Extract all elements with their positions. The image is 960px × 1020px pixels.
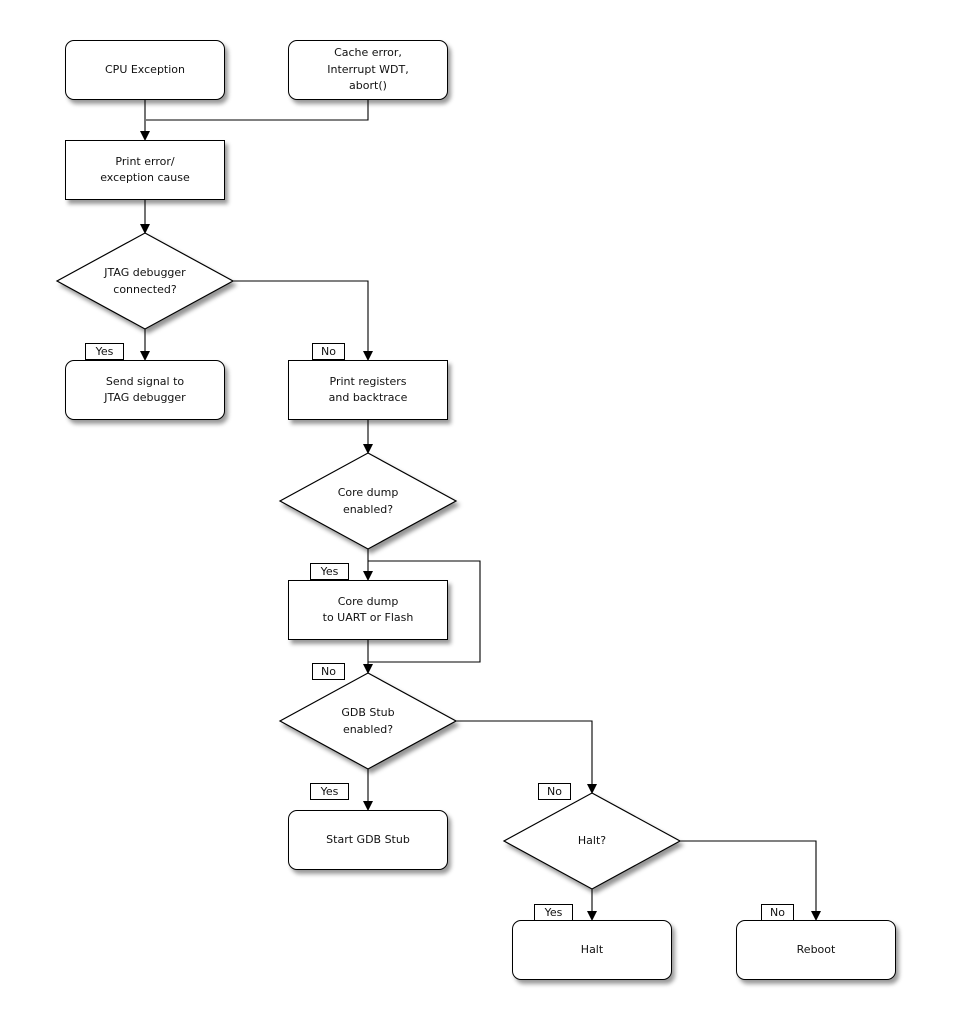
- edge-label-jtag-no: No: [312, 343, 345, 360]
- edge-label-halt-yes: Yes: [534, 904, 573, 921]
- edge-label-text: Yes: [320, 785, 339, 798]
- node-cpu-exception-label: CPU Exception: [105, 62, 185, 76]
- edge-label-jtag-yes: Yes: [85, 343, 124, 360]
- edge-label-text: Yes: [544, 906, 563, 919]
- arrowhead: [811, 911, 821, 921]
- node-print-error-label: Print error/ exception cause: [100, 154, 190, 185]
- arrowhead: [587, 784, 597, 794]
- node-start-gdb-stub-label: Start GDB Stub: [326, 832, 410, 846]
- node-core-dump: Core dump to UART or Flash: [288, 580, 448, 640]
- node-print-error: Print error/ exception cause: [65, 140, 225, 200]
- edge-label-gdb-yes: Yes: [310, 783, 349, 800]
- edge-label-text: Yes: [320, 565, 339, 578]
- edge-label-text: No: [770, 906, 785, 919]
- decision-gdb-stub-enabled-shape: [278, 672, 458, 770]
- edge-label-halt-no: No: [761, 904, 794, 921]
- edge-label-gdb-no: No: [538, 783, 571, 800]
- node-start-gdb-stub: Start GDB Stub: [288, 810, 448, 870]
- node-cpu-exception: CPU Exception: [65, 40, 225, 100]
- node-halt: Halt: [512, 920, 672, 980]
- arrowhead: [140, 224, 150, 234]
- edge-jtag-no-to-print-registers: [233, 280, 369, 358]
- node-cache-error-label: Cache error, Interrupt WDT, abort(): [327, 46, 409, 93]
- edge-label-text: No: [321, 665, 336, 678]
- node-cache-error: Cache error, Interrupt WDT, abort(): [288, 40, 448, 100]
- decision-halt-shape: [502, 792, 682, 890]
- arrowhead: [363, 571, 373, 581]
- edge-label-text: No: [321, 345, 336, 358]
- edge-cache-error-join: [146, 100, 369, 121]
- arrowhead: [587, 911, 597, 921]
- node-reboot-label: Reboot: [796, 942, 836, 956]
- node-send-signal: Send signal to JTAG debugger: [65, 360, 225, 420]
- node-reboot: Reboot: [736, 920, 896, 980]
- edge-coredump-q-no-bypass: [368, 560, 481, 663]
- node-send-signal-label: Send signal to JTAG debugger: [104, 374, 186, 405]
- arrowhead: [363, 801, 373, 811]
- edge-halt-q-no-to-reboot: [680, 840, 817, 918]
- arrowhead: [140, 351, 150, 361]
- edge-label-text: No: [547, 785, 562, 798]
- decision-core-dump-enabled-shape: [278, 452, 458, 550]
- node-print-registers: Print registers and backtrace: [288, 360, 448, 420]
- arrowhead: [363, 351, 373, 361]
- edge-label-text: Yes: [95, 345, 114, 358]
- decision-jtag-connected-shape: [55, 232, 235, 330]
- arrowhead: [363, 664, 373, 674]
- node-halt-label: Halt: [580, 942, 604, 956]
- edge-label-coredump-yes: Yes: [310, 563, 349, 580]
- arrowhead: [363, 444, 373, 454]
- arrowhead: [140, 131, 150, 141]
- node-print-registers-label: Print registers and backtrace: [328, 374, 408, 405]
- edge-gdb-q-no-to-halt-q: [456, 720, 593, 791]
- edge-label-coredump-no: No: [312, 663, 345, 680]
- node-core-dump-label: Core dump to UART or Flash: [322, 594, 414, 625]
